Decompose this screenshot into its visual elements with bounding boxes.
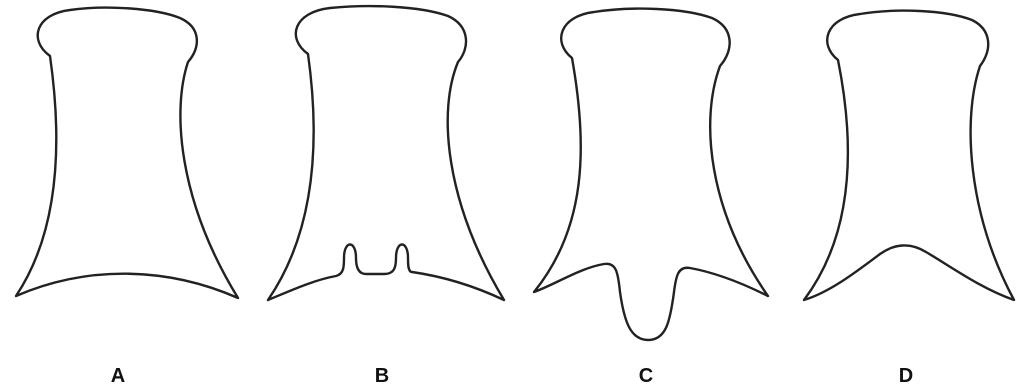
panel-label-c: C — [639, 365, 653, 386]
outline-shape-c — [534, 9, 768, 340]
outline-shape-a — [16, 8, 238, 298]
panel-label-a: A — [111, 365, 125, 386]
outline-shape-d — [804, 11, 1014, 300]
panel-label-b: B — [375, 365, 389, 386]
outline-shape-b — [268, 6, 504, 300]
panel-b: B — [268, 6, 504, 386]
panel-label-d: D — [899, 365, 913, 386]
panel-c: C — [534, 9, 768, 386]
panel-d: D — [804, 11, 1014, 386]
panel-a: A — [16, 8, 238, 386]
